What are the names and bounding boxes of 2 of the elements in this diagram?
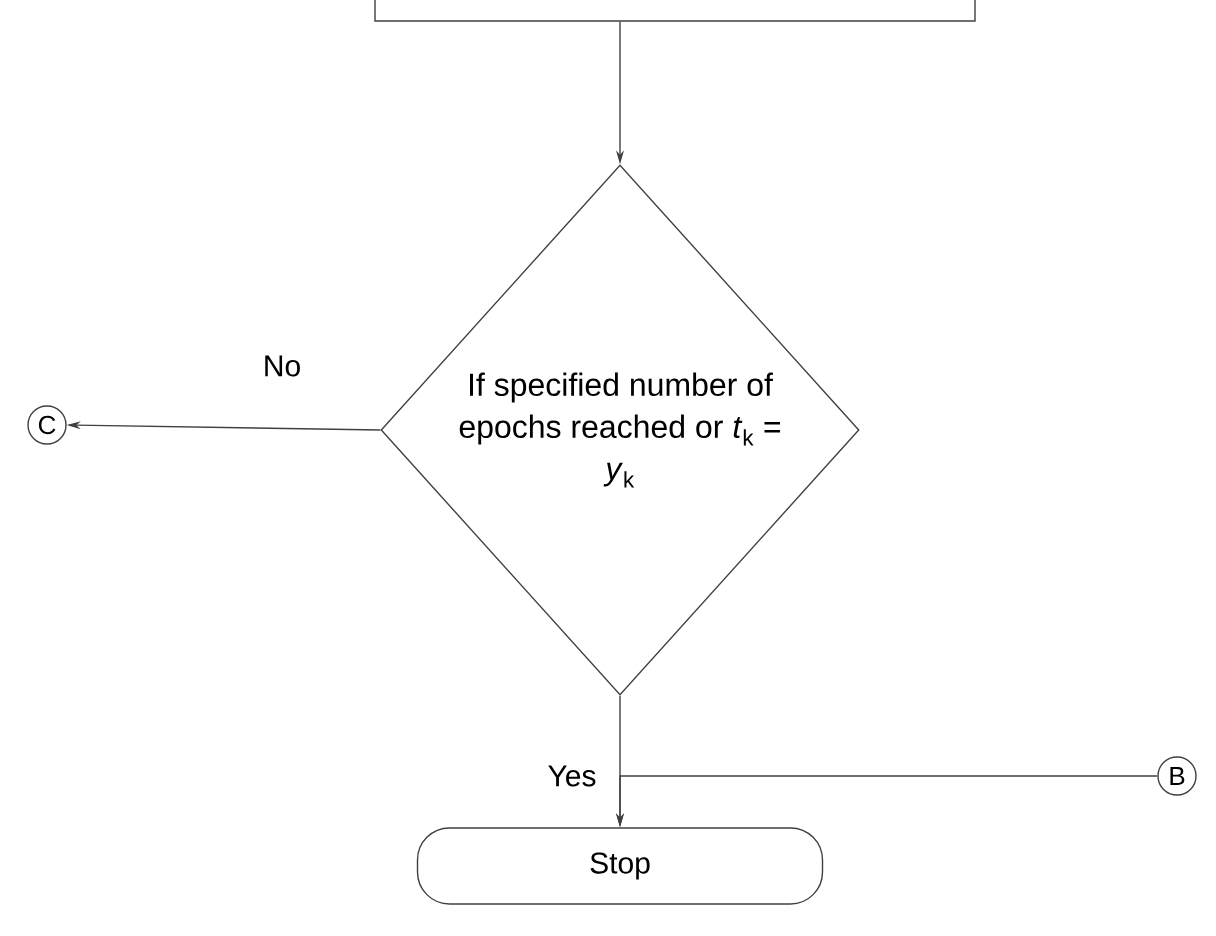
terminal-box: Stop xyxy=(416,827,824,905)
process-box xyxy=(374,0,976,22)
